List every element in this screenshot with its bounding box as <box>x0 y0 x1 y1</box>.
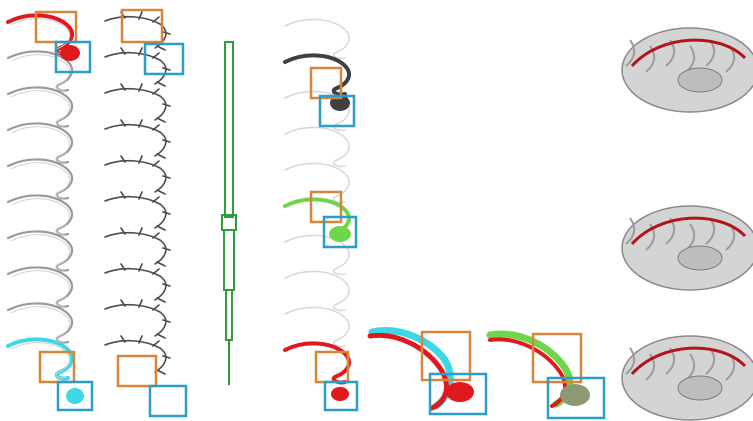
sulcus-branch <box>104 227 171 267</box>
highlight-boxes <box>34 8 606 420</box>
blue-highlight-box <box>56 380 94 412</box>
sulcus-column-2 <box>104 11 171 375</box>
sulcus-branch <box>104 83 171 123</box>
brain-gyrus <box>625 347 636 375</box>
brain-sulcus-highlight <box>630 216 747 245</box>
tree-trunk-mid <box>223 229 235 291</box>
sulcus-outline <box>6 302 74 344</box>
overlay-red-blob <box>446 382 474 402</box>
brain-sulcus-highlight <box>630 346 747 375</box>
blue-highlight-box <box>54 40 92 74</box>
sulcus-outline <box>284 162 350 204</box>
blue-highlight-box <box>148 384 188 418</box>
sulcus-outline <box>6 230 74 272</box>
sulcus-column-1 <box>6 13 84 404</box>
sulcus-branch <box>104 191 171 231</box>
sulcus-inner-outline <box>11 126 71 163</box>
sulcus-branch <box>104 335 171 375</box>
brain-gyrus <box>625 217 636 245</box>
sulcus-blob-green <box>329 226 351 242</box>
sulcus-inner-outline <box>11 342 71 379</box>
brain-gyrus <box>625 39 636 67</box>
orange-highlight-box <box>309 66 343 100</box>
brain-sulcus-highlight <box>630 38 747 67</box>
sulcus-blob-red <box>60 45 80 61</box>
sulcus-outline <box>6 122 74 164</box>
blue-highlight-box <box>546 376 606 420</box>
brain-gyrus <box>645 45 656 73</box>
sulcus-outline <box>284 306 350 348</box>
orange-highlight-box <box>116 354 158 388</box>
tree-trunk-low <box>225 289 233 341</box>
orange-highlight-box <box>309 190 343 224</box>
dendrogram-tree <box>221 41 237 385</box>
sulcus-outline <box>6 158 74 200</box>
blue-highlight-box <box>318 94 356 128</box>
sulcus-branch <box>104 155 171 195</box>
sulcus-outline <box>284 18 350 60</box>
blue-highlight-box <box>323 380 359 412</box>
sulcus-outline <box>6 194 74 236</box>
brain-gyrus <box>645 223 656 251</box>
tree-trunk-upper <box>224 41 234 218</box>
sulcus-inner-outline <box>11 90 71 127</box>
sulcus-outline <box>284 90 350 132</box>
sulcus-inner-outline <box>11 54 71 91</box>
brain-corpus-callosum <box>677 67 723 93</box>
brain-gyrus <box>645 353 656 381</box>
orange-highlight-box <box>120 8 164 44</box>
brain-corpus-callosum <box>677 375 723 401</box>
sulcus-branch <box>104 119 171 159</box>
sulcus-outline <box>284 126 350 168</box>
sulcus-branch <box>104 47 171 87</box>
blue-highlight-box <box>322 215 358 249</box>
sulcus-inner-outline <box>11 306 71 343</box>
sulcus-outline <box>283 53 351 97</box>
orange-highlight-box <box>531 332 583 384</box>
blue-highlight-box <box>143 42 185 76</box>
overlay-panel <box>367 327 590 411</box>
sulcus-outline <box>284 270 350 312</box>
sulcus-blob-red <box>331 387 349 401</box>
sulcus-outline <box>6 266 74 308</box>
sulcus-outline <box>6 86 74 128</box>
brain-views <box>621 27 753 421</box>
overlay-red-sulcus-2 <box>488 337 568 408</box>
sulcus-outline <box>284 234 350 276</box>
orange-highlight-box <box>420 330 472 382</box>
sulcus-inner-outline <box>11 234 71 271</box>
sulcus-inner-outline <box>11 162 71 199</box>
sulcus-inner-outline <box>11 270 71 307</box>
overlay-mixed-blob <box>560 384 590 406</box>
overlay-red-sulcus <box>367 332 449 411</box>
brain-corpus-callosum <box>677 245 723 271</box>
sulcus-branch <box>104 299 171 339</box>
blue-highlight-box <box>428 372 488 416</box>
sulcus-inner-outline <box>11 198 71 235</box>
sulcus-branch <box>104 263 171 303</box>
sulcus-blob-cyan <box>66 388 84 404</box>
